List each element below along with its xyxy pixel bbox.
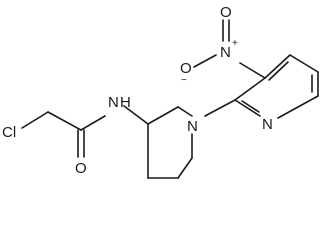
bond-c2-n1: [177, 106, 193, 117]
bond-nitro-n-o-left: [193, 54, 217, 68]
nitro-top-oxygen-label: O: [220, 4, 232, 21]
amide-hydrogen-label: H: [120, 94, 131, 111]
pyridine-nitrogen-label: N: [262, 116, 273, 133]
nitro-left-oxygen-label: O: [180, 60, 192, 77]
nitro-nitrogen-label: N: [220, 44, 231, 61]
piperidine-nitrogen-label: N: [187, 118, 198, 135]
bond-ch2-carbonyl: [47, 111, 82, 131]
bond-n1-pyridine-c2: [204, 99, 236, 117]
bond-carbonyl-nh: [80, 115, 106, 131]
amide-nitrogen-label: N: [108, 94, 119, 111]
bond-pyc4-pyc3: [264, 54, 291, 79]
bond-pyc2-pyn: [234, 99, 261, 117]
bond-cl-ch2: [21, 111, 49, 129]
carbonyl-oxygen-label: O: [75, 160, 87, 177]
bond-nh-c3: [123, 105, 149, 125]
nitro-nitrogen-charge: +: [232, 38, 238, 49]
bond-c3-c2: [147, 106, 179, 125]
bond-pyc2-pyc3: [234, 77, 266, 101]
chlorine-atom-label: Cl: [2, 124, 16, 141]
bond-pyc3-nitro-n: [239, 62, 266, 79]
bond-pyc2-pyn-inner: [241, 100, 260, 113]
bond-pyc4-pyc3-inner: [268, 61, 289, 81]
bond-pyc5-pyc4: [289, 54, 319, 73]
bond-c6-c5: [177, 157, 193, 179]
molecule-structure: Cl O N H N N N + O O −: [2, 4, 319, 179]
nitro-left-oxygen-charge: −: [181, 75, 187, 86]
structure-canvas: Cl O N H N N N + O O −: [2, 4, 319, 179]
bond-pyn-pyc6: [277, 95, 319, 119]
